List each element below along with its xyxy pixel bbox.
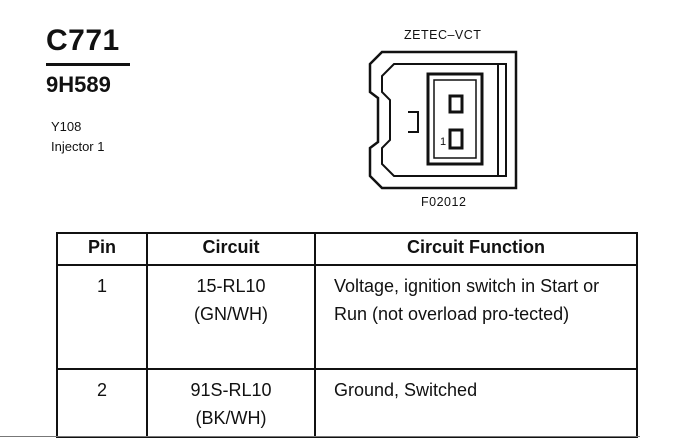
diagram-figure-code: F02012 — [421, 195, 467, 209]
function-cell: Ground, Switched — [314, 368, 638, 438]
pin-1-terminal — [448, 128, 464, 150]
circuit-number: 91S-RL10 — [190, 380, 272, 400]
connector-locking-tab — [408, 111, 419, 133]
terminal-cavity-inner — [433, 79, 477, 159]
part-number: 9H589 — [46, 72, 111, 97]
pin-2-terminal — [448, 94, 464, 114]
table-row: 1 15-RL10 (GN/WH) Voltage, ignition swit… — [56, 264, 638, 370]
pin-cell: 1 — [56, 264, 148, 370]
circuit-cell: 91S-RL10 (BK/WH) — [146, 368, 316, 438]
pin-cell: 2 — [56, 368, 148, 438]
connector-outer-housing — [368, 50, 518, 190]
function-cell: Voltage, ignition switch in Start or Run… — [314, 264, 638, 370]
connector-inner-outline — [381, 63, 507, 177]
circuit-cell: 15-RL10 (GN/WH) — [146, 264, 316, 370]
pin-1-label: 1 — [440, 136, 446, 148]
pin-table: Pin Circuit Circuit Function 1 15-RL10 (… — [56, 232, 638, 438]
pin-column-header: Pin — [56, 232, 148, 266]
location-code: Y108 — [51, 119, 82, 134]
circuit-column-header: Circuit — [146, 232, 316, 266]
terminal-cavity — [426, 72, 484, 166]
component-name: Injector 1 — [51, 139, 105, 154]
connector-id: C771 — [46, 24, 120, 57]
circuit-number: 15-RL10 — [196, 276, 266, 296]
connector-id-underline — [46, 63, 130, 66]
circuit-color: (GN/WH) — [194, 304, 268, 324]
table-header-row: Pin Circuit Circuit Function — [56, 232, 638, 266]
circuit-color: (BK/WH) — [195, 408, 267, 428]
table-row: 2 91S-RL10 (BK/WH) Ground, Switched — [56, 368, 638, 438]
page-bottom-rule — [0, 436, 640, 437]
function-column-header: Circuit Function — [314, 232, 638, 266]
connector-face-diagram: 1 — [368, 50, 518, 190]
diagram-title: ZETEC–VCT — [404, 28, 482, 42]
